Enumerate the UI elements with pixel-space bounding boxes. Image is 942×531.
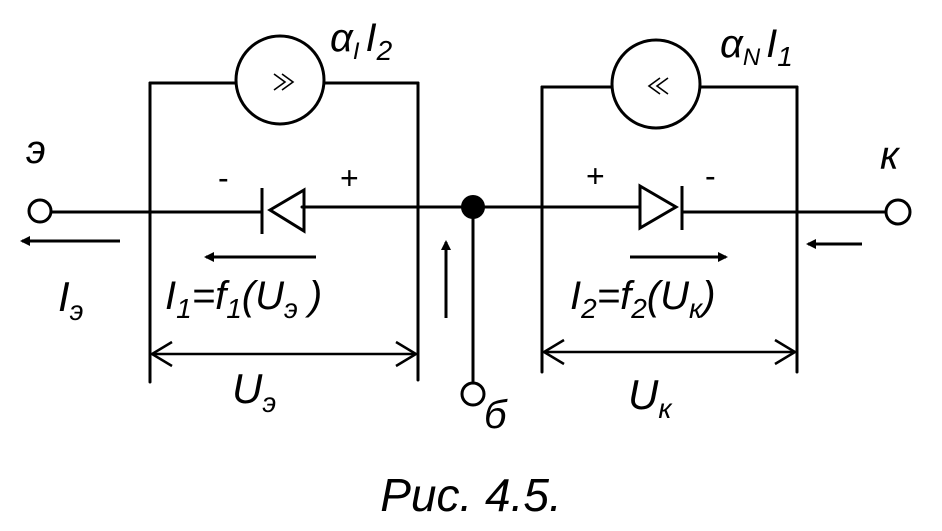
collector-label: к (880, 134, 899, 178)
collector-voltage-label: Uк (628, 371, 672, 424)
diode1-equation: I1=f1(Uэ ) (165, 274, 323, 324)
base-terminal (460, 381, 486, 407)
emitter-terminal (27, 198, 53, 224)
base-node (461, 195, 485, 219)
base-label: б (484, 393, 507, 437)
double-chevron-left-icon (647, 77, 669, 95)
right-diode (638, 183, 684, 231)
right-diode-plus: + (586, 158, 605, 194)
figure-caption: Рис. 4.5. (380, 469, 562, 521)
emitter-current-label: Iэ (58, 273, 84, 326)
emitter-label: э (26, 128, 46, 172)
right-current-source (610, 38, 702, 130)
collector-terminal (884, 198, 912, 226)
emitter-voltage-label: Uэ (232, 365, 277, 418)
left-diode-minus: - (218, 160, 229, 196)
right-diode-minus: - (705, 158, 716, 194)
diode2-equation: I2=f2(Uк) (570, 274, 716, 324)
double-chevron-right-icon (273, 73, 295, 91)
left-diode (260, 187, 306, 234)
left-diode-plus: + (340, 160, 359, 196)
left-current-source (234, 34, 326, 126)
